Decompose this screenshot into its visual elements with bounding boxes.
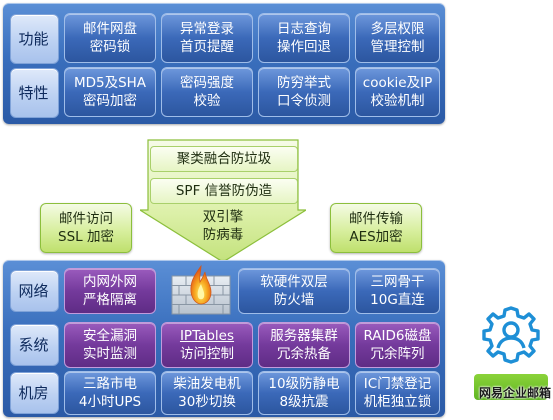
cell-line: 实时监测 [83,346,137,362]
datacenter-cell: 三路市电 4小时UPS [64,371,156,415]
funnel-line: 双引擎 [202,209,244,225]
cell-line: 密码加密 [83,93,137,109]
cell-line: 安全漏洞 [83,328,137,344]
cell-line: 密码强度 [180,75,234,91]
cell-line: 软硬件双层 [260,274,328,290]
datacenter-cell: 10级防静电 8级抗震 [258,371,350,415]
firewall-flame-icon [171,264,231,315]
property-cell: cookie及IP 校验机制 [355,67,440,117]
funnel-item-antispam: 聚类融合防垃圾 [150,146,298,172]
system-cell: IPTables 访问控制 [161,322,253,368]
cell-line: cookie及IP [362,75,433,91]
user-gear-icon [482,306,540,364]
funnel-line: 防病毒 [202,227,244,243]
system-cell: RAID6磁盘 冗余阵列 [355,322,440,368]
cell-line: 异常登录 [180,21,234,37]
cell-line: 服务器集群 [270,328,338,344]
cell-line: 10G直连 [370,292,425,308]
cell-line: RAID6磁盘 [363,328,432,344]
funnel-item-spf: SPF 信誉防伪造 [150,178,298,204]
cell-line: 防火墙 [273,292,315,308]
row-label-box-system [10,324,59,366]
cell-line: 邮件网盘 [83,21,137,37]
cell-line: 冗余热备 [277,346,331,362]
row-label-property: 特性 [18,83,49,102]
box-line: 邮件传输 [349,211,403,227]
watermark-text: 网易企业邮箱 [478,386,551,400]
cell-line: 密码锁 [89,39,131,55]
cell-line: 操作回退 [277,39,331,55]
cell-line: 首页提醒 [180,39,234,55]
datacenter-cell: 柴油发电机 30秒切换 [161,371,253,415]
property-cell: MD5及SHA 密码加密 [64,67,156,117]
row-label-system: 系统 [18,335,49,354]
funnel-item-antivirus: 双引擎 防病毒 [188,208,258,244]
feature-cell: 日志查询 操作回退 [258,13,350,63]
cell-line: 三网骨干 [370,274,425,290]
cell-line: 严格隔离 [83,292,137,308]
row-label-network: 网络 [18,281,49,300]
feature-cell: 异常登录 首页提醒 [161,13,253,63]
property-cell: 密码强度 校验 [161,67,253,117]
cell-line: 口令侦测 [277,93,331,109]
cell-line: 内网外网 [83,274,137,290]
aes-transfer-box: 邮件传输 AES加密 [330,203,422,253]
row-label-box-function [10,14,59,64]
property-cell: 防穷举式 口令侦测 [258,67,350,117]
cell-line: 柴油发电机 [173,376,241,392]
cell-line: 30秒切换 [178,394,236,410]
box-line: AES加密 [349,229,403,245]
cell-line: MD5及SHA [73,75,147,91]
row-label-box-datacenter [10,372,59,414]
cell-line: 10级防静电 [268,376,340,392]
system-cell: 安全漏洞 实时监测 [64,322,156,368]
cell-line: 日志查询 [277,21,331,37]
box-line: 邮件访问 [59,211,113,227]
cell-line: 多层权限 [370,21,425,37]
cell-line: 冗余阵列 [370,346,425,362]
feature-cell: 多层权限 管理控制 [355,13,440,63]
cell-line: 防穷举式 [277,75,331,91]
cell-line: 8级抗震 [279,394,329,410]
ssl-access-box: 邮件访问 SSL 加密 [40,203,132,253]
row-label-box-network [10,270,59,312]
cell-line: 校验 [193,93,221,109]
green-base-block [474,374,548,400]
cell-line: IC门禁登记 [363,376,432,392]
network-cell: 内网外网 严格隔离 [64,268,156,314]
cell-line: 校验机制 [370,93,425,109]
row-label-box-property [10,68,59,118]
network-cell: 三网骨干 10G直连 [355,268,440,314]
cell-line: 管理控制 [370,39,425,55]
cell-line: 4小时UPS [78,394,142,410]
datacenter-cell: IC门禁登记 机柜独立锁 [355,371,440,415]
cell-line: 访问控制 [180,346,234,362]
cell-line: 机柜独立锁 [363,394,432,410]
cell-line: IPTables [179,328,235,344]
cell-line: 三路市电 [83,376,137,392]
feature-cell: 邮件网盘 密码锁 [64,13,156,63]
row-label-datacenter: 机房 [18,383,49,402]
box-line: SSL 加密 [58,229,114,245]
network-cell: 软硬件双层 防火墙 [238,268,350,314]
system-cell: 服务器集群 冗余热备 [258,322,350,368]
row-label-function: 功能 [18,29,49,48]
